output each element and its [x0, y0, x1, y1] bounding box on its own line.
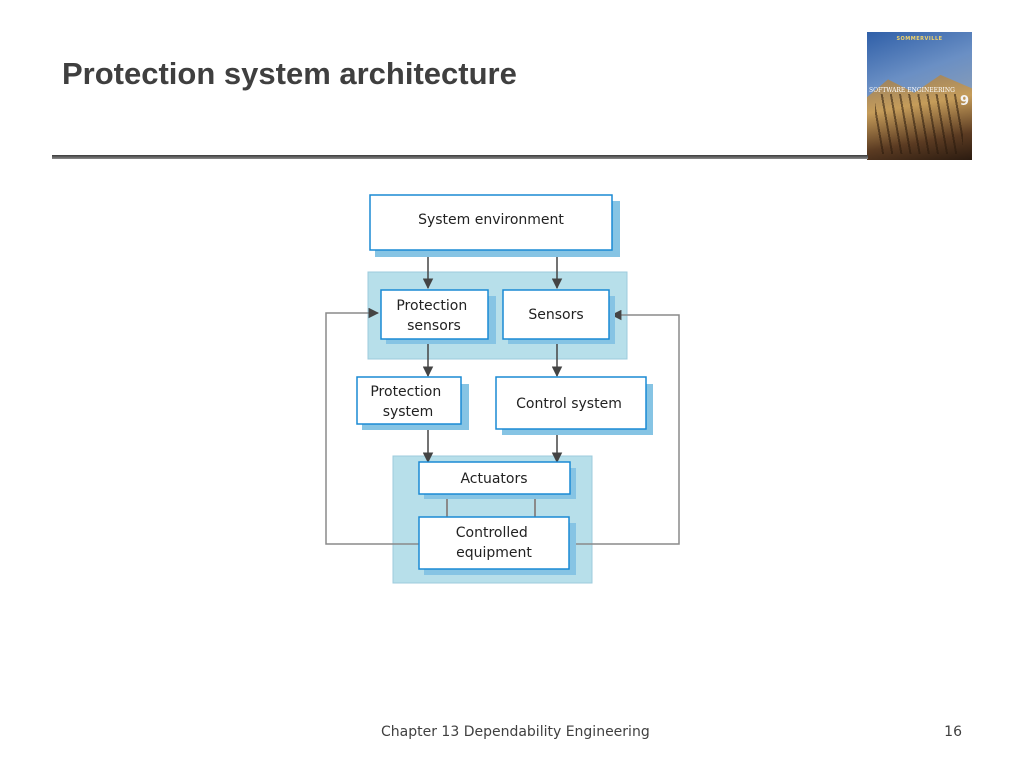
book-cover-image: SOMMERVILLE SOFTWARE ENGINEERING 9	[867, 32, 972, 160]
footer-chapter: Chapter 13 Dependability Engineering	[381, 724, 650, 740]
cover-author: SOMMERVILLE	[896, 36, 943, 42]
feedback-line-left	[325, 307, 419, 545]
node-actuators-label: Actuators	[460, 471, 527, 487]
node-protection-system-line2: system	[383, 404, 434, 420]
slide-title: Protection system architecture	[62, 56, 517, 91]
node-controlled-equipment-line1: Controlled	[456, 525, 528, 541]
node-system-environment: System environment	[369, 194, 620, 257]
feedback-line-right	[569, 309, 680, 545]
cover-edition: 9	[959, 94, 969, 109]
title-divider	[52, 155, 868, 159]
node-controlled-equipment-line2: equipment	[456, 545, 532, 561]
page-number: 16	[944, 724, 962, 740]
svg-text:Protection system: Protection system	[370, 384, 445, 420]
node-actuators: Actuators	[418, 461, 576, 499]
cover-title: SOFTWARE ENGINEERING	[869, 87, 955, 94]
svg-text:Protection sensors: Protection sensors	[396, 298, 471, 334]
node-protection-system-line1: Protection	[370, 384, 441, 400]
cover-structure	[875, 94, 963, 154]
node-sensors: Sensors	[502, 289, 615, 344]
node-protection-sensors: Protection sensors	[380, 289, 496, 344]
node-control-system-label: Control system	[516, 396, 622, 412]
node-protection-sensors-line2: sensors	[407, 318, 461, 334]
node-controlled-equipment: Controlled equipment	[418, 516, 576, 575]
node-protection-sensors-line1: Protection	[396, 298, 467, 314]
node-sensors-label: Sensors	[528, 307, 583, 323]
svg-text:Controlled equipment: Controlled equipment	[456, 525, 533, 561]
node-protection-system: Protection system	[356, 376, 469, 430]
node-system-environment-label: System environment	[418, 212, 564, 228]
node-control-system: Control system	[495, 376, 653, 435]
